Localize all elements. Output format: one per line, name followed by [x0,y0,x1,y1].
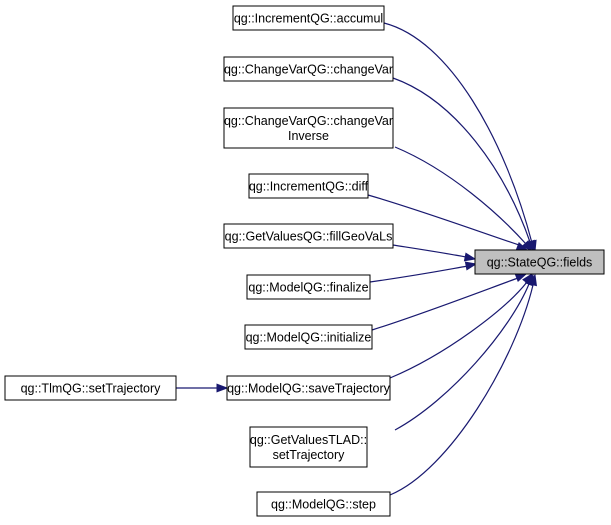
caller-node-setTrajectoryTLAD[interactable]: qg::GetValuesTLAD::setTrajectory [249,426,368,468]
node-label: qg::ChangeVarQG::changeVar [224,114,393,128]
node-box [474,249,605,275]
node-label: qg::ModelQG::finalize [248,281,368,295]
node-box [226,375,391,401]
node-label: qg::ModelQG::saveTrajectory [227,382,391,396]
node-label: qg::ModelQG::initialize [246,331,372,345]
node-label: qg::ChangeVarQG::changeVar [224,63,393,77]
node-label: setTrajectory [273,448,346,462]
caller-node-accumul[interactable]: qg::IncrementQG::accumul [232,5,385,31]
node-box [223,107,394,149]
node-label: qg::ModelQG::step [271,498,376,512]
node-label: Inverse [288,129,329,143]
node-box [4,375,177,401]
edge-changeVar [392,77,531,243]
node-box [248,173,369,199]
nodes-layer: qg::StateQG::fields qg::IncrementQG::accu… [4,5,605,517]
node-label: qg::TlmQG::setTrajectory [21,382,162,396]
node-label: qg::GetValuesTLAD:: [250,433,367,447]
caller-node-fillGeoVaLs[interactable]: qg::GetValuesQG::fillGeoVaLs [223,223,394,249]
caller-node-finalize[interactable]: qg::ModelQG::finalize [246,274,371,300]
edge-fillGeoVaLs [392,244,467,258]
node-label: qg::IncrementQG::diff [249,180,369,194]
arrowhead-changeVarInverse [521,240,533,253]
arrowhead-tlmSetTrajectory [216,383,229,393]
node-box [246,274,371,300]
node-box [232,5,385,31]
target-node-fields[interactable]: qg::StateQG::fields [474,249,605,275]
node-box [256,491,391,517]
caller-node-diff[interactable]: qg::IncrementQG::diff [248,173,369,199]
edge-finalize [369,265,469,283]
node-box [244,324,373,350]
caller-node-changeVar[interactable]: qg::ChangeVarQG::changeVar [223,56,394,82]
caller-node-initialize[interactable]: qg::ModelQG::initialize [244,324,373,350]
edge-diff [367,194,520,246]
arrowhead-step [528,273,537,287]
arrowhead-finalize [464,261,478,271]
edge-saveTrajectory [389,281,528,379]
caller-node-saveTrajectory[interactable]: qg::ModelQG::saveTrajectory [226,375,391,401]
edges-layer [175,22,537,496]
edge-step [389,284,534,496]
arrowhead-fillGeoVaLs [463,252,477,262]
node-label: qg::IncrementQG::accumul [234,12,383,26]
edge-changeVarInverse [394,146,527,245]
edge-initialize [371,277,519,331]
node-box [223,56,394,82]
node-box [223,223,394,249]
edge-accumul [383,22,533,244]
node-label: qg::GetValuesQG::fillGeoVaLs [225,230,393,244]
edge-setTrajectoryTLAD [394,283,530,431]
caller-node-step[interactable]: qg::ModelQG::step [256,491,391,517]
caller-node-tlmSetTrajectory[interactable]: qg::TlmQG::setTrajectory [4,375,177,401]
node-label: qg::StateQG::fields [487,256,593,270]
node-box [249,426,368,468]
